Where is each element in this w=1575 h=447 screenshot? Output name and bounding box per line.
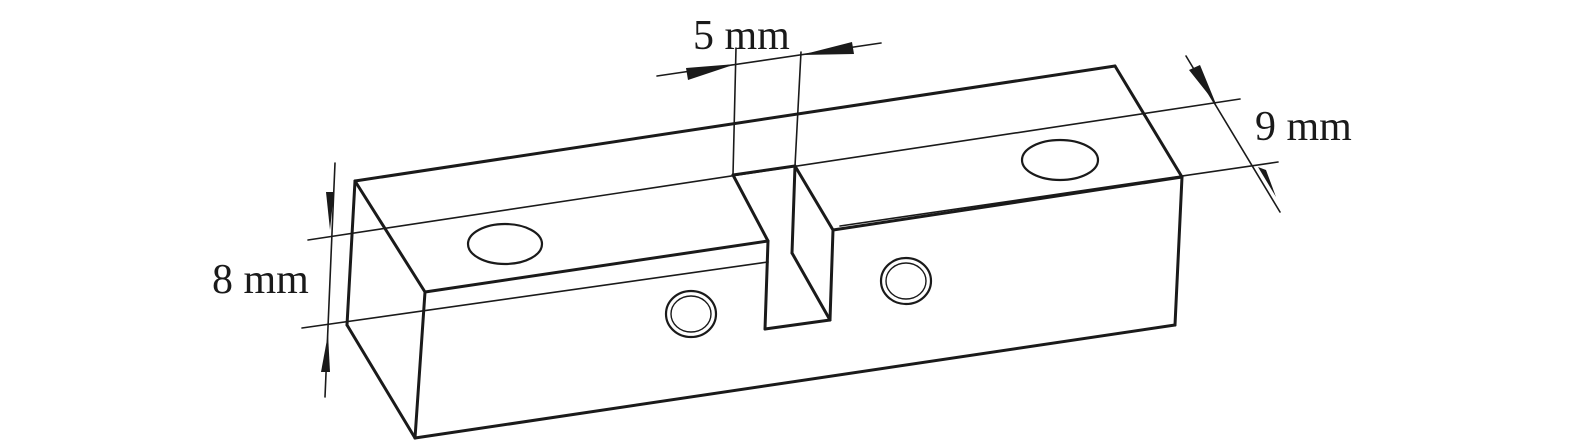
dimension-height: 8 mm bbox=[212, 162, 769, 398]
slot-extension-line-left bbox=[732, 47, 737, 176]
height-arrow-top bbox=[326, 192, 334, 230]
front-hole-left bbox=[664, 289, 718, 339]
front-top-edge-right bbox=[831, 175, 1184, 232]
height-extension-line-bottom bbox=[301, 261, 769, 329]
dimension-depth: 9 mm bbox=[307, 55, 1352, 241]
left-top-front-edge bbox=[353, 179, 427, 294]
slot-left-vertical bbox=[763, 239, 770, 331]
slot-bottom-edge bbox=[763, 318, 832, 331]
slot-right-diag bbox=[793, 164, 835, 232]
front-top-edge-left bbox=[423, 239, 770, 294]
slot-left-diag bbox=[731, 173, 770, 243]
right-top-edge bbox=[1113, 64, 1184, 179]
height-label: 8 mm bbox=[212, 257, 309, 303]
slot-right-vertical bbox=[828, 228, 835, 322]
slot-back-vertical bbox=[790, 164, 797, 255]
depth-arrow-bottom bbox=[1258, 167, 1276, 197]
depth-arrow-top bbox=[1189, 65, 1216, 104]
depth-label: 9 mm bbox=[1255, 104, 1352, 150]
top-hole-left bbox=[466, 222, 544, 266]
front-vertical-edge-left bbox=[413, 290, 427, 440]
holes bbox=[466, 138, 1100, 339]
slot-floor-diag bbox=[790, 251, 832, 322]
front-hole-right bbox=[879, 256, 933, 306]
slot bbox=[731, 164, 835, 331]
left-bottom-edge bbox=[345, 323, 417, 440]
top-hole-right bbox=[1020, 138, 1100, 182]
depth-extension-line-bottom bbox=[839, 161, 1279, 227]
dimension-slot-width: 5 mm bbox=[656, 13, 882, 176]
bottom-front-edge bbox=[413, 323, 1177, 440]
slot-arrow-right bbox=[801, 42, 854, 55]
depth-extension-line-top bbox=[307, 98, 1241, 241]
left-vertical-edge bbox=[345, 179, 357, 327]
height-arrow-bottom bbox=[321, 334, 330, 372]
slot-arrow-left bbox=[686, 64, 736, 80]
slot-width-label: 5 mm bbox=[693, 13, 790, 59]
right-vertical-edge bbox=[1173, 175, 1184, 327]
slot-extension-line-right bbox=[794, 51, 802, 167]
